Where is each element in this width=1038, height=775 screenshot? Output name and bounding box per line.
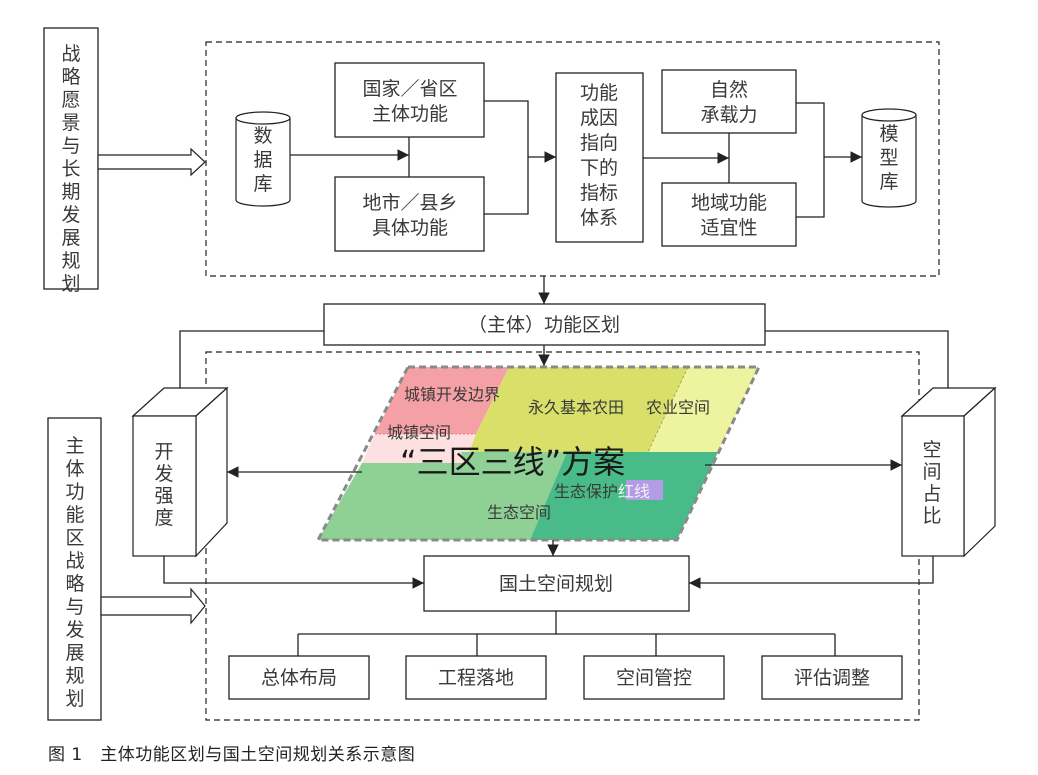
function-zoning-label: （主体）功能区划 <box>468 314 620 336</box>
indicator-line: 指标 <box>580 182 618 204</box>
national-function-line1: 国家／省区 <box>362 78 457 100</box>
strategic-vision-box: 战略愿景与长期发展规划 <box>43 27 99 295</box>
development-intensity-cube: 开发强度 <box>131 386 229 558</box>
output-box: 空间管控 <box>583 655 725 700</box>
bracket-functions <box>484 100 529 215</box>
local-function-line2: 具体功能 <box>372 217 448 239</box>
eco-redline-label: 生态保护红线 <box>554 482 650 501</box>
arrow-zoning-to-left-cube <box>174 330 324 402</box>
space-ratio-cube: 空间占比 <box>900 386 997 558</box>
urban-boundary-label: 城镇开发边界 <box>404 385 500 404</box>
redline-highlight <box>626 480 663 500</box>
output-boxes: 总体布局 工程落地 空间管控 评估调整 <box>228 655 903 700</box>
farmland-label: 永久基本农田 <box>528 398 624 417</box>
figure-caption: 图 1 主体功能区划与国土空间规划关系示意图 <box>48 745 416 765</box>
model-db-label: 模型库 <box>879 123 898 193</box>
eco-space-region <box>318 452 567 540</box>
output-box-label: 总体布局 <box>261 667 337 689</box>
eco-redline-region <box>530 452 718 540</box>
agri-space-region <box>648 367 759 452</box>
carrying-line1: 自然 <box>710 79 748 101</box>
urban-space-region <box>362 434 476 463</box>
main-function-strategy-label: 主体功能区战略与发展规划 <box>65 435 84 710</box>
arrow-left-cube-to-plan <box>163 556 424 589</box>
space-ratio-label: 空间占比 <box>922 439 941 527</box>
local-function-line1: 地市／县乡 <box>362 192 457 214</box>
national-spatial-plan-label: 国土空间规划 <box>499 573 613 595</box>
local-function-box <box>334 176 485 252</box>
output-box: 工程落地 <box>405 655 547 700</box>
function-zoning-box <box>323 303 766 346</box>
eco-space-label: 生态空间 <box>487 503 551 522</box>
indicator-system-box <box>555 72 644 243</box>
suitability-line1: 地域功能 <box>691 192 767 214</box>
main-function-strategy-box: 主体功能区战略与发展规划 <box>47 417 102 721</box>
indicator-line: 下的 <box>580 157 618 179</box>
suitability-box <box>661 182 797 247</box>
arrow-right-cube-to-plan <box>689 556 934 589</box>
indicator-line: 指向 <box>580 132 618 154</box>
output-box-label: 评估调整 <box>794 667 870 689</box>
scheme-title: “三区三线”方案 <box>400 443 625 481</box>
national-function-line2: 主体功能 <box>372 103 448 125</box>
model-db-cylinder: 模型库 <box>861 108 917 208</box>
output-box-label: 空间管控 <box>616 667 692 689</box>
bracket-carrying <box>796 102 825 218</box>
carrying-line2: 承载力 <box>700 104 757 126</box>
urban-boundary-region <box>375 367 509 434</box>
arrow-zoning-to-right-cube <box>765 330 954 402</box>
database-label: 数据库 <box>253 125 272 195</box>
urban-space-label: 城镇空间 <box>387 423 451 442</box>
hollow-arrow-bottom <box>100 587 206 625</box>
carrying-capacity-box <box>661 69 797 134</box>
national-function-box <box>334 62 485 138</box>
scheme-dashed-border <box>315 365 762 542</box>
indicator-line: 体系 <box>580 207 618 229</box>
hollow-arrow-top <box>97 147 206 177</box>
indicator-line: 成因 <box>580 107 618 129</box>
suitability-line2: 适宜性 <box>700 217 757 239</box>
strategic-vision-label: 战略愿景与长期发展规划 <box>61 43 80 295</box>
farmland-region <box>461 367 688 463</box>
output-box: 总体布局 <box>228 655 370 700</box>
top-dashed-panel <box>205 41 940 277</box>
agri-space-label: 农业空间 <box>646 398 710 417</box>
development-intensity-label: 开发强度 <box>154 441 173 529</box>
output-box: 评估调整 <box>761 655 903 700</box>
output-box-label: 工程落地 <box>438 667 514 689</box>
indicator-line: 功能 <box>580 82 618 104</box>
three-zones-three-lines-scheme: 城镇开发边界 城镇空间 永久基本农田 农业空间 “三区三线”方案 生态保护红线 … <box>315 365 762 542</box>
database-cylinder: 数据库 <box>235 111 291 207</box>
agri-divider <box>647 366 689 453</box>
